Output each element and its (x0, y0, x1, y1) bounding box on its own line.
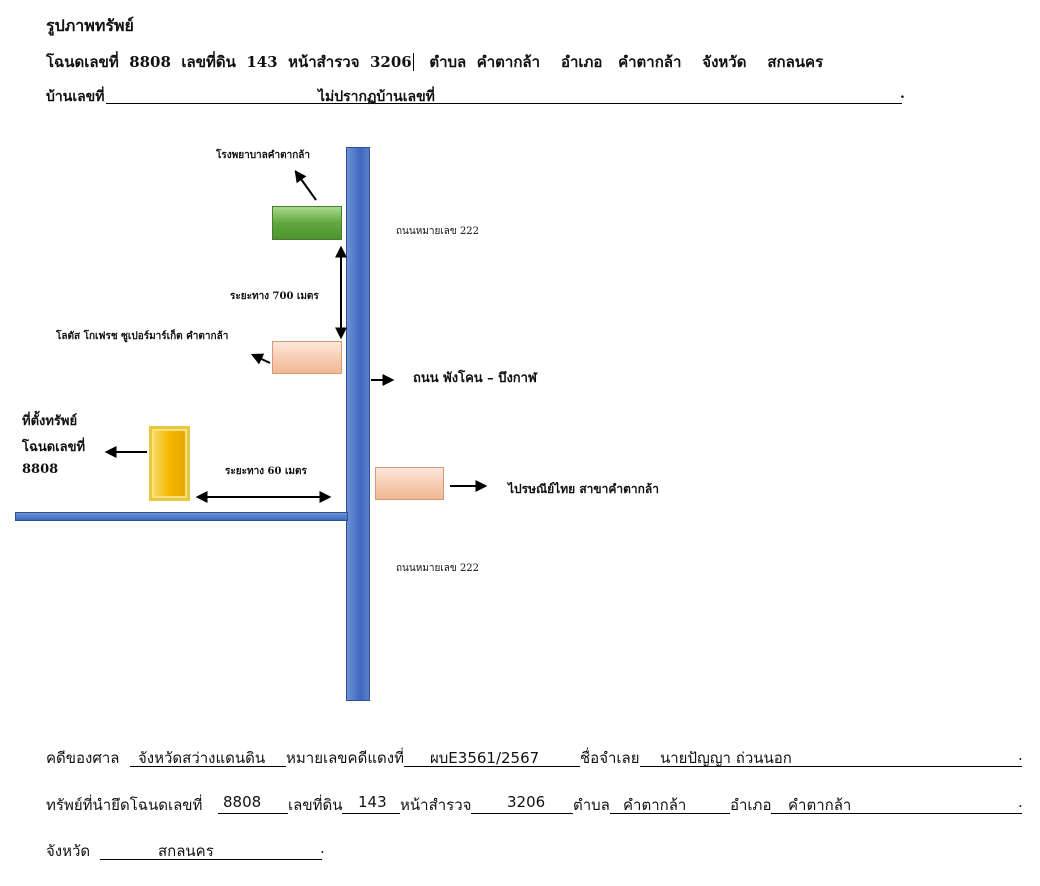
hospital-marker (272, 206, 342, 240)
court-value: จังหวัดสว่างแดนดิน (138, 749, 266, 767)
document-title: รูปภาพทรัพย์ (46, 16, 134, 35)
lotus-arrow (250, 353, 271, 365)
land-number: 143 (246, 53, 278, 71)
deed-label: โฉนดเลขที่ (46, 53, 119, 71)
footer-line1-end: . (1018, 746, 1023, 764)
road-222-top-label: ถนนหมายเลข 222 (396, 226, 480, 237)
subdistrict-label: ตำบล (429, 53, 467, 71)
seized-province: สกลนคร (158, 842, 214, 860)
distance-60-label: ระยะทาง 60 เมตร (225, 466, 307, 477)
deed-number: 8808 (129, 53, 171, 71)
defendant-label: ชื่อจำเลย (580, 746, 640, 770)
main-road-label: ถนน พังโคน – บึงกาฬ (413, 371, 537, 386)
deed-line: โฉนดเลขที่ 8808 เลขที่ดิน 143 หน้าสำรวจ … (46, 50, 823, 74)
seized-deed-number: 8808 (223, 793, 262, 811)
horizontal-road (15, 512, 348, 521)
land-label: เลขที่ดิน (181, 53, 236, 71)
road-222-bottom-label: ถนนหมายเลข 222 (396, 563, 480, 574)
seized-land-label: เลขที่ดิน (288, 793, 343, 817)
seized-survey-label: หน้าสำรวจ (400, 793, 472, 817)
property-label-line3: 8808 (22, 462, 59, 477)
district-label: อำเภอ (560, 53, 603, 71)
seized-land-number: 143 (358, 793, 387, 811)
house-line-underline (106, 103, 902, 104)
case-number: ผบE3561/2567 (430, 749, 540, 767)
province-label: จังหวัด (702, 53, 747, 71)
province: สกลนคร (767, 53, 824, 71)
seized-subdistrict-label: ตำบล (573, 793, 610, 817)
footer-line3-end: . (320, 839, 325, 857)
defendant-value: นายปัญญา ถ่วนนอก (660, 749, 792, 767)
case-label: หมายเลขคดีแดงที่ (286, 746, 404, 770)
footer-line2-underline (218, 813, 1022, 814)
seized-district: คำตากล้า (788, 796, 852, 814)
footer-line1-underline (130, 766, 1022, 767)
house-line-label: บ้านเลขที่ (46, 89, 105, 105)
seized-province-label: จังหวัด (46, 839, 91, 863)
survey-number: 3206 (369, 53, 414, 71)
distance-700-label: ระยะทาง 700 เมตร (230, 291, 319, 302)
seized-deed-label: ทรัพย์ที่นำยึดโฉนดเลขที่ (46, 793, 203, 817)
seized-district-label: อำเภอ (730, 793, 772, 817)
footer-line2-end: . (1018, 793, 1023, 811)
house-line-note: ไม่ปรากฏบ้านเลขที่ (318, 89, 435, 105)
hospital-label: โรงพยาบาลคำตากล้า (216, 150, 310, 161)
post-office-label: ไปรษณีย์ไทย สาขาคำตากล้า (508, 482, 659, 496)
property-marker (149, 426, 190, 501)
seized-subdistrict: คำตากล้า (623, 796, 687, 814)
subdistrict: คำตากล้า (476, 53, 541, 71)
property-label-line2: โฉนดเลขที่ (22, 440, 86, 455)
post-office-marker (375, 467, 444, 500)
district: คำตากล้า (618, 53, 682, 71)
lotus-marker (272, 341, 342, 374)
hospital-arrow (294, 170, 317, 201)
seized-survey-number: 3206 (507, 793, 546, 811)
lotus-label: โลตัส โกเฟรช ซูเปอร์มาร์เก็ต คำตากล้า (56, 331, 229, 342)
survey-label: หน้าสำรวจ (288, 53, 360, 71)
house-line-end: . (900, 86, 905, 102)
footer-line3-underline (100, 859, 322, 860)
vertical-road (346, 147, 370, 701)
property-label-line1: ที่ตั้งทรัพย์ (22, 414, 78, 429)
court-label: คดีของศาล (46, 749, 120, 767)
